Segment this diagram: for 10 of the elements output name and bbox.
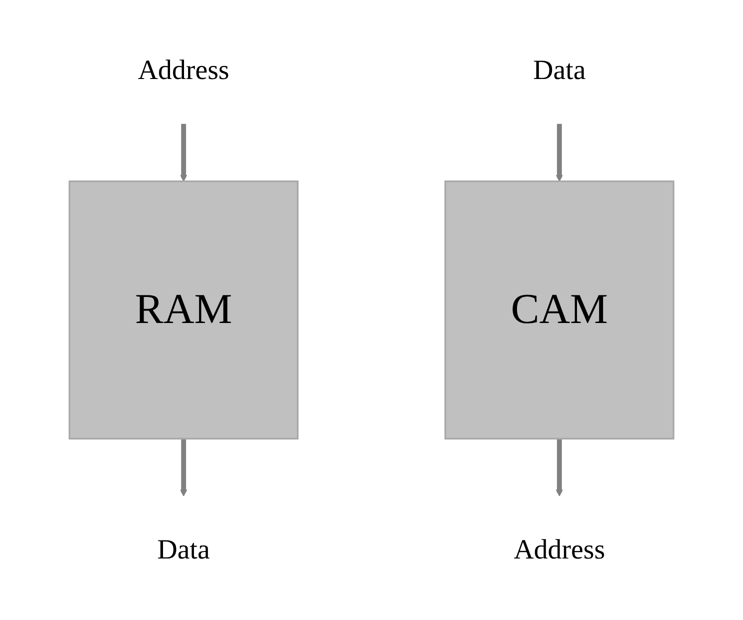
node-text: Data bbox=[533, 55, 586, 86]
node-box: RAM bbox=[68, 180, 299, 440]
node-text: Address bbox=[514, 534, 606, 565]
node-text: Data bbox=[157, 534, 210, 565]
arrow bbox=[556, 438, 563, 496]
node-text: Address bbox=[138, 55, 230, 86]
node-box: CAM bbox=[444, 180, 674, 440]
arrow bbox=[180, 438, 188, 496]
arrow bbox=[556, 124, 563, 182]
arrow bbox=[180, 124, 188, 182]
